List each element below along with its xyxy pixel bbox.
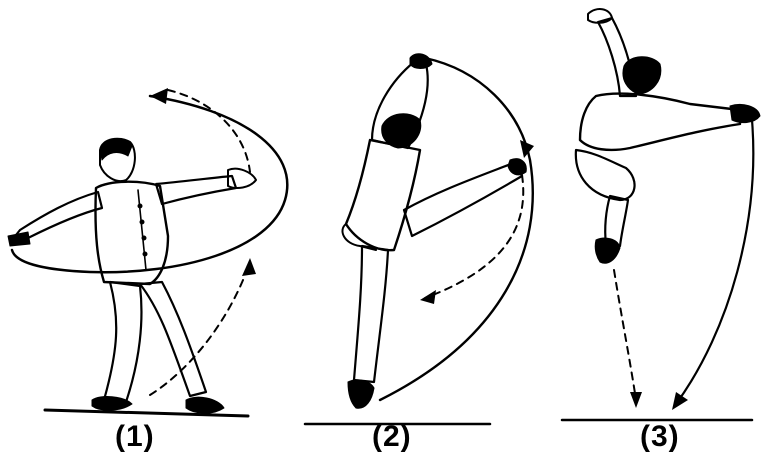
figure-1-icon [8,88,287,416]
figure-2-icon [305,54,534,424]
panel-2-label: (2) [372,422,412,452]
panel-3-label: (3) [640,422,680,452]
panel-1-label: (1) [115,422,155,452]
figure-3-icon [562,9,760,420]
